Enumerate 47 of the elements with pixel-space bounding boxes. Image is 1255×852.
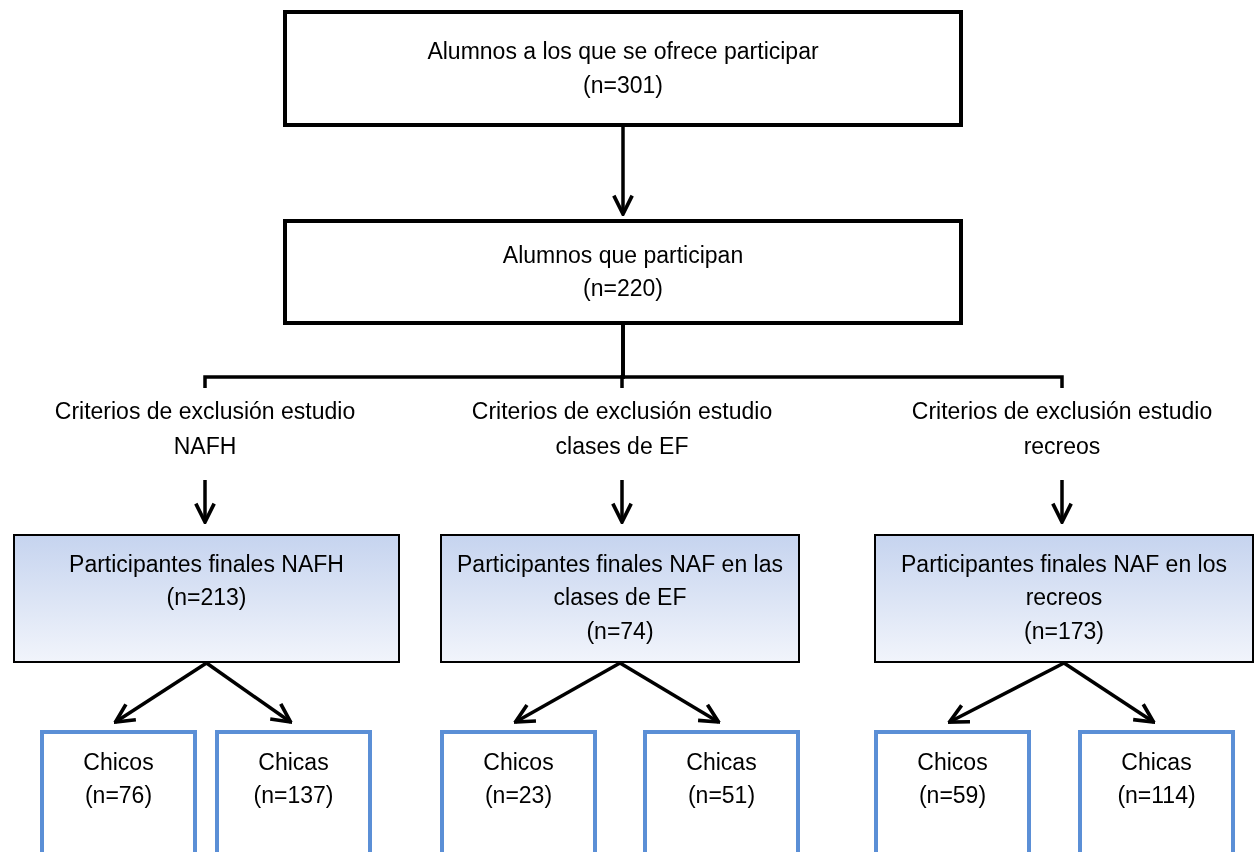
arrow [113,661,208,724]
box-label: Alumnos que participan [502,240,744,270]
box-label: Chicas [1121,748,1192,777]
process-box [440,534,800,663]
box-label: Participantes finales NAF en los recreos [900,550,1228,613]
count-text: (n=137) [253,781,334,811]
box-label: Chicos [917,748,988,777]
group-box [215,730,372,852]
count-text: (n=23) [484,781,553,811]
count-text: (n=301) [583,70,663,100]
count-text: (n=74) [586,616,654,646]
box-label: Chicos [83,748,154,777]
box-label: Chicas [258,748,329,777]
count-text: (n=59) [918,781,987,811]
box-label: Participantes finales NAFH [69,550,344,579]
process-box [283,219,963,325]
box-label: Chicos [483,748,554,777]
group-box [40,730,197,852]
box-label: Participantes finales NAF en las clases de EF [456,550,784,613]
arrow [513,661,621,724]
count-text: (n=114) [1117,781,1196,811]
criteria-text: Criterios de exclusión estudio NAFH [40,388,370,478]
count-text: (n=76) [84,781,153,811]
count-text: (n=51) [687,781,756,811]
group-box [874,730,1031,852]
count-text: (n=220) [583,274,663,303]
process-box [283,10,963,127]
arrow [611,480,633,524]
box-label: Chicas [686,748,757,777]
criteria-text: Criterios de exclusión estudio clases de EF [457,388,787,478]
arrow [612,127,634,216]
count-text: (n=173) [1024,616,1104,646]
arrow [194,480,216,524]
arrow [947,661,1065,724]
arrow [1051,480,1073,524]
arrow [1063,661,1156,724]
process-box [13,534,400,663]
group-box [440,730,597,852]
process-box [874,534,1254,663]
group-box [643,730,800,852]
group-box [1078,730,1235,852]
box-label: Alumnos a los que se ofrece participar [427,37,819,67]
connector-line [621,325,1064,388]
arrow [619,661,721,724]
count-text: (n=213) [166,583,247,613]
arrow [205,661,293,724]
criteria-text: Criterios de exclusión estudio recreos [897,388,1227,478]
